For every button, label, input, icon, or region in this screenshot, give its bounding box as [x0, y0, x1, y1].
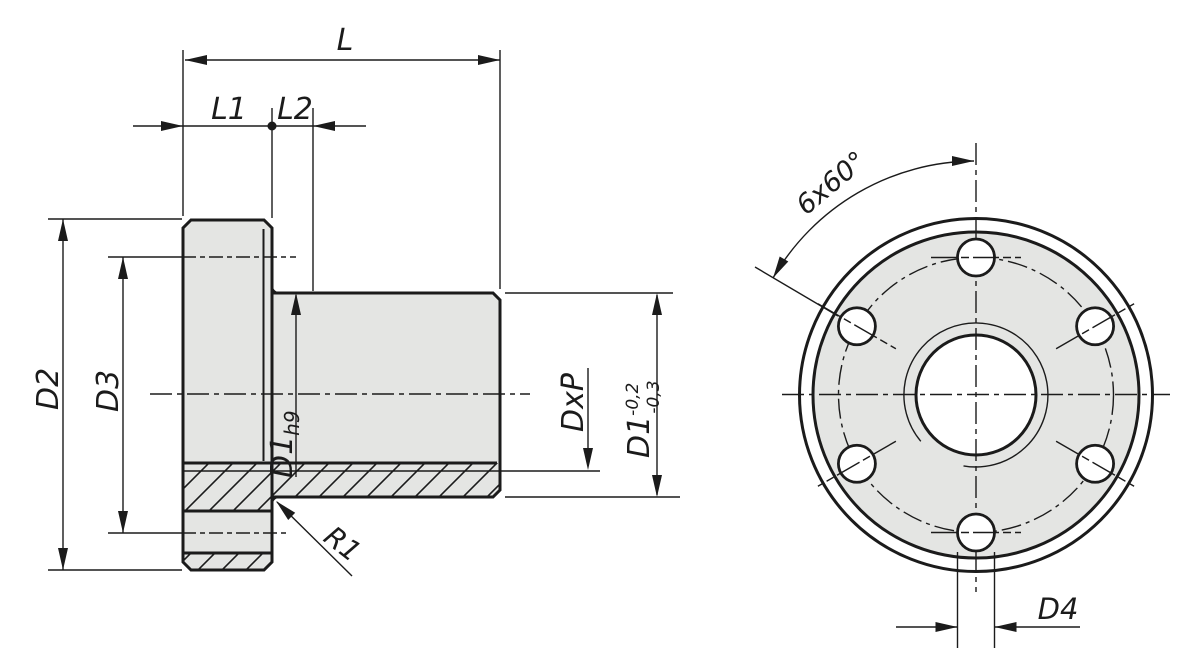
label-R1: R1: [318, 520, 368, 569]
label-D1h9: D1h9: [265, 410, 304, 478]
arrowhead: [478, 55, 500, 65]
label-D2: D2: [31, 368, 66, 410]
flange-outline: [181, 218, 274, 572]
front-view: 6x60° D4: [754, 143, 1170, 648]
arrowhead: [276, 501, 296, 520]
label-D3: D3: [91, 370, 126, 412]
dim-flange-collar-length: L1 L2: [133, 92, 366, 291]
arrowhead: [291, 293, 301, 315]
arrowhead: [161, 121, 183, 131]
body-fillet-top: [271, 285, 280, 294]
arrowhead: [58, 219, 68, 241]
label-L: L: [337, 23, 354, 58]
label-DxP: DxP: [556, 372, 591, 432]
arrowhead: [652, 475, 662, 497]
label-D1-tolerance: D1-0,2-0,3: [622, 380, 664, 458]
arrowhead: [118, 511, 128, 533]
arrowhead: [652, 293, 662, 315]
angle-extension-line: [754, 266, 839, 317]
dimension-dot: [267, 121, 277, 131]
angle-arc: [772, 160, 975, 279]
arrowhead: [994, 622, 1017, 632]
dim-bolt-circle-diameter: D3: [91, 256, 184, 534]
arrowhead: [185, 55, 207, 65]
section-hatch-flange-rim: [183, 553, 272, 570]
arrowhead: [935, 622, 958, 632]
label-L1: L1: [211, 92, 247, 127]
label-L2: L2: [277, 92, 313, 127]
arrowhead: [773, 256, 789, 278]
dim-overall-length: L: [182, 23, 501, 289]
arrowhead: [58, 548, 68, 570]
side-view: [150, 218, 600, 572]
thread-major-arc: [903, 322, 1049, 468]
dim-body-diameter-h9: D1h9: [265, 293, 304, 478]
dim-mounting-hole-diameter: D4: [896, 552, 1080, 648]
label-D4: D4: [1038, 592, 1079, 626]
hole-centerline-stubs: [817, 256, 1135, 534]
arrowhead: [952, 156, 974, 166]
arrowhead: [118, 257, 128, 279]
dim-fillet-radius: R1: [276, 501, 368, 577]
dim-thread-designation: DxP: [556, 368, 593, 470]
arrowhead: [313, 121, 335, 131]
section-hatch-bore-wall: [183, 463, 500, 511]
side-view-dimensions: L L1 L2 D2 D3: [31, 23, 680, 577]
dim-body-diameter-tolerance: D1-0,2-0,3: [505, 292, 680, 498]
dim-flange-diameter: D2: [31, 218, 182, 571]
arrowhead: [583, 448, 593, 470]
